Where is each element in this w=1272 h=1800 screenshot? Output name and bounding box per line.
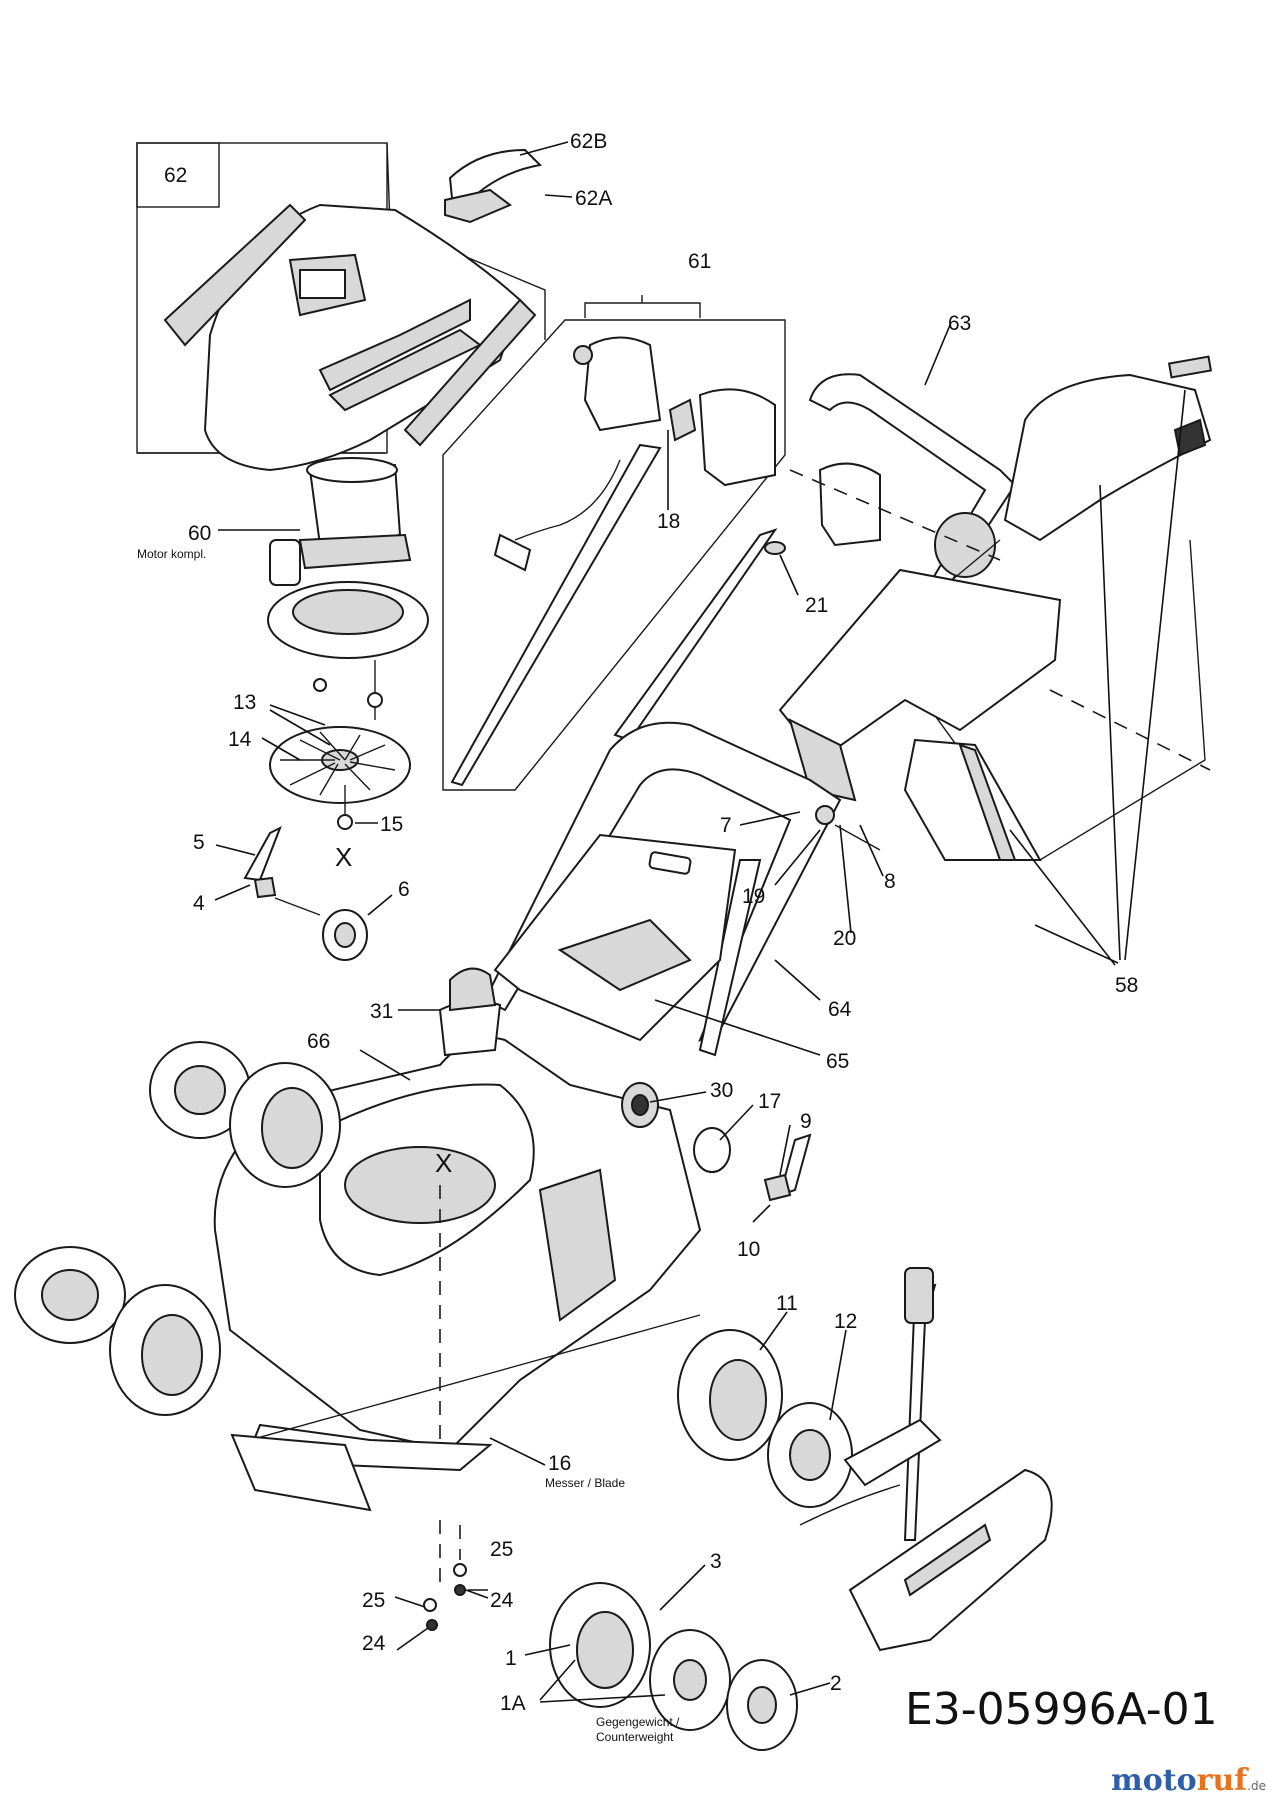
leader-lines [214, 141, 1186, 1703]
label-21: 21 [805, 594, 828, 617]
label-24-left: 24 [362, 1632, 386, 1655]
label-9: 9 [800, 1110, 812, 1133]
label-61: 61 [688, 250, 711, 273]
motor-assembly: X [267, 457, 429, 872]
label-24-right: 24 [490, 1589, 514, 1612]
label-3: 3 [710, 1550, 722, 1573]
drawing-code: E3-05996A-01 [905, 1684, 1218, 1735]
label-65: 65 [826, 1050, 849, 1073]
label-7: 7 [720, 814, 732, 837]
label-2: 2 [830, 1672, 842, 1695]
label-60: 60 [188, 522, 211, 545]
label-17: 17 [758, 1090, 781, 1113]
label-counterweight-de: Gegengewicht / [596, 1715, 680, 1729]
label-63: 63 [948, 312, 971, 335]
watermark-suffix: .de [1247, 1779, 1266, 1793]
watermark-brand-orange: ruf [1197, 1763, 1250, 1798]
motor-cover-assembly [136, 142, 546, 472]
label-62a: 62A [575, 187, 612, 210]
label-18: 18 [657, 510, 680, 533]
svg-text:motoruf.de: motoruf.de [1111, 1763, 1266, 1798]
label-4: 4 [193, 892, 205, 915]
label-58: 58 [1115, 974, 1138, 997]
label-62b: 62B [570, 130, 607, 153]
watermark: motoruf.de [1111, 1763, 1266, 1798]
label-62: 62 [164, 164, 187, 187]
power-cable-assembly [442, 295, 786, 791]
fasteners [423, 1520, 467, 1631]
label-15: 15 [380, 813, 403, 836]
label-blade: Messer / Blade [545, 1476, 625, 1490]
label-6: 6 [398, 878, 410, 901]
label-20: 20 [833, 927, 856, 950]
lower-handle [483, 721, 881, 1057]
section-marker-x-top: X [335, 842, 352, 872]
label-25-left: 25 [362, 1589, 385, 1612]
label-11: 11 [776, 1292, 798, 1315]
label-66: 66 [307, 1030, 330, 1053]
grass-catcher [778, 355, 1213, 861]
label-16: 16 [548, 1452, 571, 1475]
label-14: 14 [228, 728, 252, 751]
label-64: 64 [828, 998, 852, 1021]
label-19: 19 [742, 885, 765, 908]
label-31: 31 [370, 1000, 393, 1023]
part-labels: 62 62B 62A 61 63 60 Motor kompl. 18 21 1… [137, 130, 1138, 1744]
label-counterweight-en: Counterweight [596, 1730, 674, 1744]
label-8: 8 [884, 870, 896, 893]
label-12: 12 [834, 1310, 857, 1333]
label-1: 1 [505, 1647, 517, 1670]
label-1a: 1A [500, 1692, 526, 1715]
label-30: 30 [710, 1079, 733, 1102]
label-25-right: 25 [490, 1538, 513, 1561]
wheels [14, 1041, 853, 1751]
side-deflector [799, 1267, 1053, 1652]
label-5: 5 [193, 831, 205, 854]
watermark-brand-blue: moto [1111, 1763, 1197, 1798]
height-adjust-left [243, 825, 368, 961]
label-motor-complete: Motor kompl. [137, 547, 206, 561]
label-10: 10 [737, 1238, 760, 1261]
section-marker-x-deck: X [435, 1148, 452, 1178]
label-13: 13 [233, 691, 256, 714]
